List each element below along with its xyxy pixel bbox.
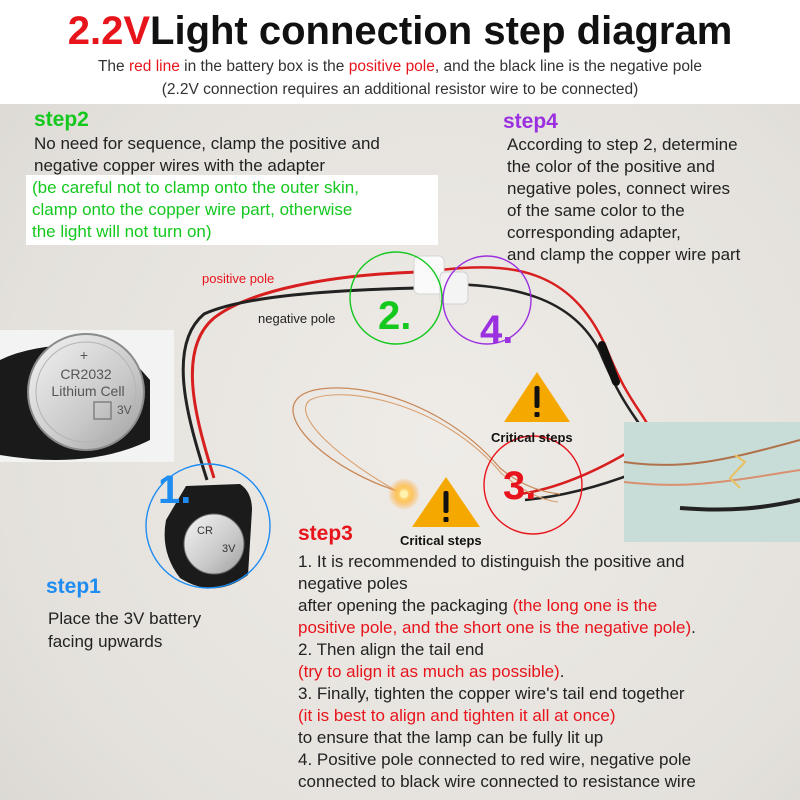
step3-line-4-dot: . (691, 618, 696, 637)
detail-red-wire (623, 469, 800, 486)
step1-circle (145, 463, 271, 589)
step3-heading: step3 (298, 522, 353, 545)
step1-line-2: facing upwards (48, 632, 163, 651)
page-title: 2.2VLight connection step diagram (0, 6, 800, 56)
step4-circle (442, 255, 532, 345)
step3-line-9: to ensure that the lamp can be fully lit… (298, 728, 604, 747)
coin-type: Lithium Cell (51, 383, 124, 399)
title-voltage: 2.2V (67, 9, 151, 53)
step3-line-7: 3. Finally, tighten the copper wire's ta… (298, 684, 685, 703)
number-4: 4. (480, 308, 514, 352)
step3-line-11: connected to black wire connected to res… (298, 772, 696, 791)
step3-line-2: negative poles (298, 574, 408, 593)
step3-line-8: (it is best to align and tighten it all … (298, 706, 616, 725)
subtitle-suffix: , and the black line is the negative pol… (434, 58, 703, 75)
warning-icon-2 (412, 477, 480, 527)
coin-plus: + (80, 347, 88, 363)
coin-model: CR2032 (60, 366, 112, 382)
step3-line-4: positive pole, and the short one is the … (298, 617, 696, 639)
step3-line-6-red: (try to align it as much as possible) (298, 662, 560, 681)
step3-line-5: 2. Then align the tail end (298, 640, 484, 659)
coin-voltage: 3V (117, 403, 132, 417)
resistor-note: (2.2V connection requires an additional … (161, 81, 639, 98)
title-text: Light connection step diagram (150, 9, 733, 53)
step2-green-line-1: (be careful not to clamp onto the outer … (32, 178, 359, 197)
step2-green-line-3: the light will not turn on) (32, 222, 212, 241)
step2-highlight-box (26, 175, 438, 245)
subtitle-prefix: The (97, 58, 129, 75)
small-coin-model: CR (197, 525, 213, 537)
number-1: 1. (158, 468, 192, 512)
step1-heading: step1 (46, 575, 101, 598)
step1-line-1: Place the 3V battery (48, 609, 202, 628)
step4-line-3: negative poles, connect wires (507, 179, 731, 198)
right-black-wire (439, 282, 642, 426)
detail-twist (728, 454, 747, 489)
connector-negative (439, 271, 469, 305)
copper-wire-loop (292, 387, 561, 495)
battery-red-wire (190, 270, 419, 479)
subtitle-mid: in the battery box is the (179, 58, 349, 75)
step4-line-4: of the same color to the (507, 201, 685, 220)
critical-steps-label-2: Critical steps (400, 533, 482, 548)
subtitle-red-line: red line (128, 58, 180, 75)
step3-line-6: (try to align it as much as possible). (298, 661, 564, 683)
step2-line-2: negative copper wires with the adapter (34, 156, 326, 175)
copper-wire-loop-2 (304, 394, 559, 503)
step4-line-1: According to step 2, determine (507, 135, 738, 154)
step3-line-10: 4. Positive pole connected to red wire, … (298, 750, 692, 769)
step2-line-1: No need for sequence, clamp the positive… (34, 134, 380, 153)
detail-copper-wire (623, 439, 800, 466)
number-2: 2. (378, 294, 412, 338)
step3-line-3b: (the long one is the (512, 596, 658, 615)
step3-line-3: after opening the packaging (the long on… (298, 595, 657, 617)
step3-line-4-red: positive pole, and the short one is the … (298, 618, 692, 637)
small-coin-cell (183, 513, 245, 575)
step3-line-6-dot: . (559, 662, 565, 681)
step4-line-6: and clamp the copper wire part (507, 245, 741, 264)
critical-steps-label-1: Critical steps (491, 430, 573, 445)
subtitle-positive-pole: positive pole (348, 58, 435, 75)
small-coin-voltage: 3V (222, 543, 236, 555)
step3-line-1: 1. It is recommended to distinguish the … (298, 552, 685, 571)
step4-line-2: the color of the positive and (507, 157, 715, 176)
header: 2.2VLight connection step diagram The re… (0, 0, 800, 104)
detail-black-wire (679, 498, 800, 512)
step2-circle (349, 251, 443, 345)
number-3: 3. (503, 464, 537, 508)
step3-line-3a: after opening the packaging (298, 596, 513, 615)
battery-black-wire (181, 286, 419, 481)
recycle-bin-icon (93, 401, 112, 420)
positive-pole-label: positive pole (202, 271, 275, 286)
inset-coin-cell (27, 333, 145, 451)
negative-pole-label: negative pole (258, 311, 336, 326)
step2-heading: step2 (34, 108, 89, 131)
step3-circle (483, 435, 583, 535)
led-bulb (400, 490, 408, 498)
resistor-sleeve (598, 341, 620, 386)
step4-line-5: corresponding adapter, (507, 223, 681, 242)
step4-heading: step4 (503, 110, 558, 133)
step2-green-line-2: clamp onto the copper wire part, otherwi… (32, 200, 353, 219)
right-red-wire (439, 266, 650, 426)
warning-icon-1 (504, 372, 570, 422)
subtitle: The red line in the battery box is the p… (0, 58, 800, 76)
